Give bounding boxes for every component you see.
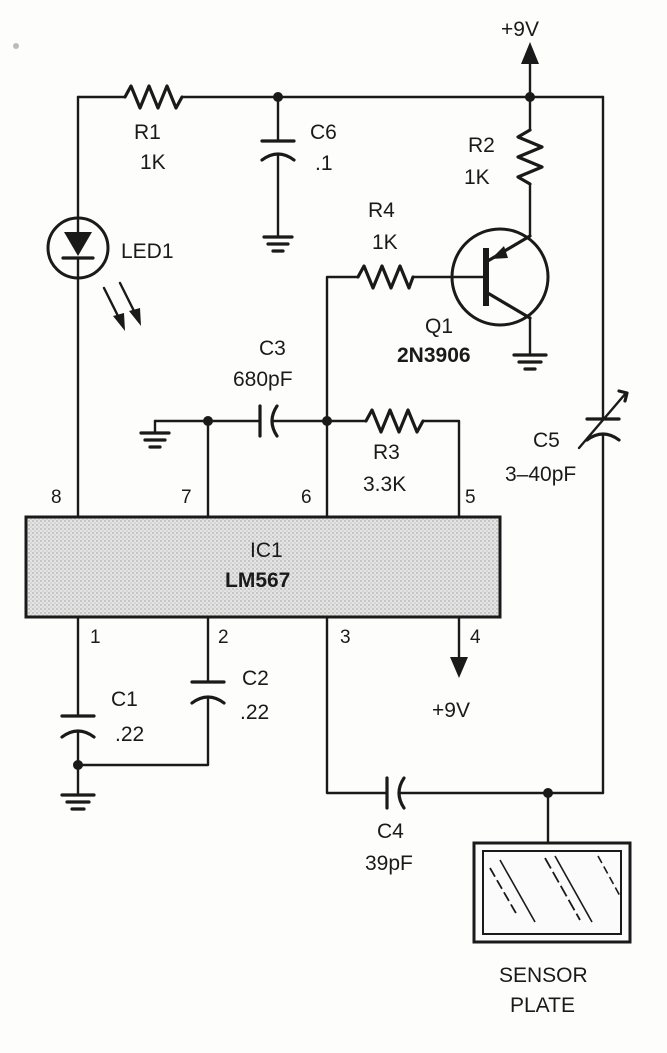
pin-8-label: 8 <box>51 487 62 508</box>
c6-ref: C6 <box>310 121 337 144</box>
c2-value: .22 <box>240 701 269 724</box>
q1-ref: Q1 <box>425 315 453 338</box>
pin-1-label: 1 <box>90 627 101 648</box>
c1-ref: C1 <box>111 688 138 711</box>
pin-5-label: 5 <box>465 487 476 508</box>
c3-value: 680pF <box>233 368 293 391</box>
ic1-lm567 <box>24 515 502 619</box>
capacitor-c1 <box>60 615 96 811</box>
transistor-q1 <box>411 227 550 371</box>
r2-ref: R2 <box>468 134 495 157</box>
r1-value: 1K <box>140 151 166 174</box>
pin-6-label: 6 <box>301 487 312 508</box>
r3-value: 3.3K <box>363 473 406 496</box>
supply-pin4-label: +9V <box>432 699 470 722</box>
sensor-plate <box>472 791 632 944</box>
led1 <box>46 95 141 519</box>
scan-speck <box>13 43 19 49</box>
pin-2-label: 2 <box>218 627 229 648</box>
q1-value: 2N3906 <box>397 344 471 367</box>
c5-ref: C5 <box>533 429 560 452</box>
top-rail <box>76 84 605 110</box>
resistor-r4 <box>325 264 415 423</box>
ic1-ref: IC1 <box>250 539 283 562</box>
c6-value: .1 <box>315 152 333 175</box>
r4-value: 1K <box>372 231 398 254</box>
resistor-r3 <box>325 408 461 519</box>
r4-ref: R4 <box>368 199 395 222</box>
r2-value: 1K <box>464 166 490 189</box>
r1-ref: R1 <box>134 121 161 144</box>
c2-ref: C2 <box>242 667 269 690</box>
led1-ref: LED1 <box>121 240 174 263</box>
c3-ref: C3 <box>259 337 286 360</box>
c5-value: 3–40pF <box>505 463 576 486</box>
capacitor-c4 <box>325 615 605 810</box>
capacitor-c6 <box>260 95 296 253</box>
r3-ref: R3 <box>373 441 400 464</box>
c4-value: 39pF <box>365 852 413 875</box>
c1-value: .22 <box>115 723 144 746</box>
capacitor-c5-trimmer <box>577 95 629 795</box>
pin-7-label: 7 <box>181 487 192 508</box>
pin-3-label: 3 <box>340 627 351 648</box>
resistor-r2 <box>516 95 544 238</box>
plus-9v-supply-arrow <box>521 42 539 99</box>
supply-top-label: +9V <box>501 18 539 41</box>
pin-4-label: 4 <box>470 627 481 648</box>
capacitor-c2 <box>76 615 226 767</box>
ic1-value: LM567 <box>225 569 290 592</box>
pin4-supply <box>450 615 468 678</box>
sensor-plate-label-line1: SENSOR <box>499 964 588 987</box>
c4-ref: C4 <box>377 820 404 843</box>
sensor-plate-label-line2: PLATE <box>510 994 575 1017</box>
